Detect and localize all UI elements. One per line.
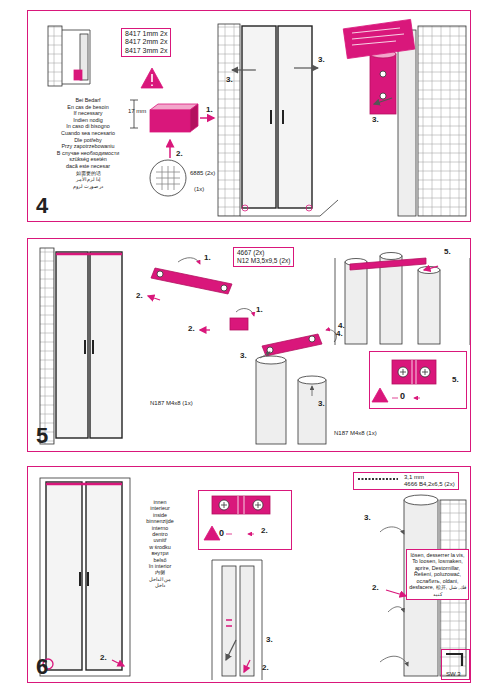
note-text: En cas de besoin [67, 105, 108, 111]
callout-number: 2. [372, 584, 379, 592]
note-text: uvnitř [153, 538, 166, 544]
note-text: szükség esetén [69, 157, 106, 163]
callout-number: 1. [206, 106, 213, 114]
note-text: Przy zapotrzebowaniu [61, 144, 114, 150]
part-text: 8417 2mm 2x [125, 38, 167, 46]
callout-number: 3. [372, 116, 379, 124]
callout-number: 3. [364, 514, 371, 522]
part-box: 8417 1mm 2x8417 2mm 2x8417 3mm 2x [121, 28, 171, 57]
note-text: внутри [151, 551, 168, 557]
note-text: (1x) [194, 186, 204, 192]
note-text: В случае необходимости [57, 151, 119, 157]
note-text: Bei Bedarf [75, 98, 100, 104]
note-text: إذا لزم الأمر [76, 177, 101, 183]
callout-number: 3. [318, 400, 325, 408]
part-text: 8417 1mm 2x [125, 30, 167, 38]
note-text: binnenzijde [146, 519, 173, 525]
note-text: Dle potřeby [74, 138, 102, 144]
panel-frame: 54667 (2x)N12 M3,5x9,5 (2x)5.0 [27, 238, 471, 452]
panel-frame: SW 3 [441, 649, 470, 680]
note-text: 如需要的话 [76, 171, 101, 177]
note-text: innen [153, 500, 166, 506]
callout-number: 2. [188, 325, 195, 333]
part-text: lösen, desserrer la vis, To loosen, losm… [409, 552, 466, 597]
step-number: 5. [452, 376, 459, 384]
callout-number: 3. [226, 76, 233, 84]
callout-number: 2. [176, 150, 183, 158]
note-text: interieur [150, 506, 169, 512]
callout-number: 4. [336, 330, 343, 338]
note-text: belső [154, 558, 167, 564]
callout-number: 2. [100, 654, 107, 662]
callout-number: 5. [444, 248, 451, 256]
part-text: N12 M3,5x9,5 (2x) [237, 257, 290, 265]
note-text: N187 M4x8 (1x) [150, 400, 193, 406]
callout-number: 2. [262, 664, 269, 672]
part-text: 4666 B4,2x6,5 (2x) [404, 481, 455, 488]
step-number: 0 [400, 392, 405, 401]
note-text: interno [152, 526, 168, 532]
note-text: Cuando sea necesario [61, 131, 115, 137]
panel-frame: 5.0 [369, 351, 467, 409]
note-text: dacă este necesar [66, 164, 110, 170]
note-text: Indien nodig [73, 118, 102, 124]
callout-number: 3. [318, 56, 325, 64]
note-text: در صورت لزوم [73, 184, 104, 190]
panel-frame: 0 2. [198, 490, 292, 550]
note-text: من الداخل [149, 577, 172, 583]
part-box: 3,1 mm4666 B4,2x6,5 (2x) [353, 472, 459, 490]
step-number: 0 [219, 529, 224, 538]
part-text: 8417 3mm 2x [125, 47, 167, 55]
note-text: 内侧 [155, 570, 165, 576]
part-box: 4667 (2x)N12 M3,5x9,5 (2x) [233, 247, 294, 267]
note-text: dentro [152, 532, 167, 538]
note-text: 17 mm [128, 108, 146, 114]
part-text: 3,1 mm [404, 474, 455, 481]
step-number: 4 [36, 195, 48, 217]
callout-number: 1. [256, 306, 263, 314]
note-text: N187 M4x8 (1x) [334, 430, 377, 436]
callout-number: 3. [240, 352, 247, 360]
note-text: w środku [149, 545, 171, 551]
step-number: 6 [36, 656, 48, 678]
note-text: In caso di bisogno [66, 124, 109, 130]
part-text: 4667 (2x) [237, 249, 290, 257]
callout-number: 3. [266, 636, 273, 644]
step-number: SW 3 [446, 671, 461, 677]
callout-number: 2. [136, 292, 143, 300]
note-text: în interior [149, 564, 171, 570]
note-text: inside [153, 513, 167, 519]
part-box: lösen, desserrer la vis, To loosen, losm… [406, 549, 469, 600]
callout-number: 1. [204, 254, 211, 262]
note-text: داخل [155, 583, 165, 589]
step-number: 2. [261, 527, 268, 535]
note-text: 6885 (2x) [190, 170, 215, 176]
step-number: 5 [36, 425, 48, 447]
panel-frame: 6 0 2. 3,1 mm4666 B4,2x6,5 (2x) lösen, desse… [27, 466, 471, 683]
note-text: If necessary [73, 111, 102, 117]
